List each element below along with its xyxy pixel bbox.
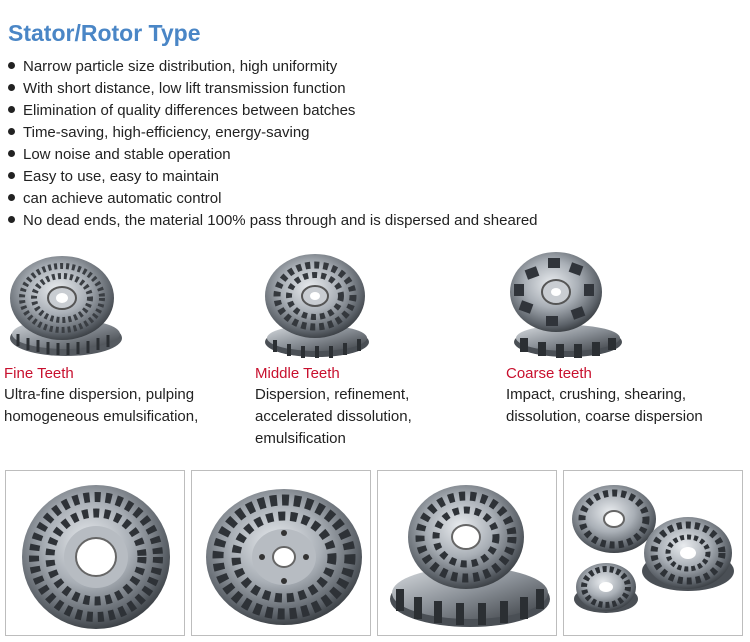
type-description-line: Ultra-fine dispersion, pulping	[4, 386, 195, 403]
type-description-line: accelerated dissolution,	[255, 408, 412, 425]
feature-item: Time-saving, high-efficiency, energy-sav…	[8, 122, 538, 144]
feature-item: can achieve automatic control	[8, 188, 538, 210]
bullet-icon	[8, 83, 15, 91]
bullet-icon	[8, 105, 15, 113]
rotor-set-photo	[563, 470, 743, 636]
type-coarse-teeth: Coarse teeth Impact, crushing, shearing,…	[506, 250, 703, 428]
fine-teeth-rotor-photo	[4, 250, 122, 360]
feature-item: Easy to use, easy to maintain	[8, 166, 538, 188]
feature-item: Low noise and stable operation	[8, 144, 538, 166]
bullet-icon	[8, 171, 15, 179]
bullet-icon	[8, 127, 15, 135]
feature-list: Narrow particle size distribution, high …	[8, 56, 538, 232]
feature-item: Narrow particle size distribution, high …	[8, 56, 538, 78]
type-name: Middle Teeth	[255, 365, 340, 382]
feature-item: Elimination of quality differences betwe…	[8, 100, 538, 122]
type-description-line: homogeneous emulsification,	[4, 408, 199, 425]
page-title: Stator/Rotor Type	[8, 20, 201, 46]
bullet-icon	[8, 215, 15, 223]
type-fine-teeth: Fine Teeth Ultra-fine dispersion, pulpin…	[4, 250, 198, 428]
tilted-rotor-photo	[191, 470, 371, 636]
type-description-line: emulsification	[255, 430, 346, 447]
bullet-icon	[8, 193, 15, 201]
type-name: Fine Teeth	[4, 365, 74, 382]
feature-item: No dead ends, the material 100% pass thr…	[8, 210, 538, 232]
middle-teeth-rotor-photo	[255, 250, 373, 360]
type-description-line: Dispersion, refinement,	[255, 386, 410, 403]
type-description-line: Impact, crushing, shearing,	[506, 386, 687, 403]
coarse-teeth-rotor-photo	[506, 250, 624, 360]
type-name: Coarse teeth	[506, 365, 592, 382]
feature-item: With short distance, low lift transmissi…	[8, 78, 538, 100]
bullet-icon	[8, 149, 15, 157]
flat-rotor-photo	[5, 470, 185, 636]
stacked-rotor-stator-photo	[377, 470, 557, 636]
bullet-icon	[8, 61, 15, 69]
type-description-line: dissolution, coarse dispersion	[506, 408, 703, 425]
type-middle-teeth: Middle Teeth Dispersion, refinement, acc…	[255, 250, 412, 450]
